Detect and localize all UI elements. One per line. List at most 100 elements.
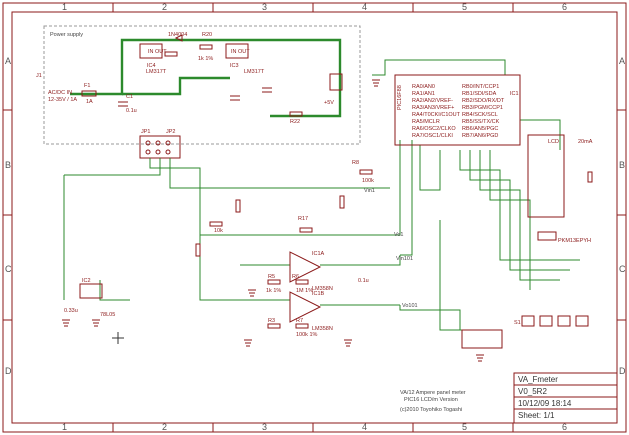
pic-pin-r5: RB4/SCK/SCL	[462, 112, 498, 118]
inner-frame	[11, 11, 618, 424]
pic-pin-r2: RB1/SDI/SDA	[462, 91, 497, 97]
pic-pin-l5: RA4/T0CKI/C1OUT	[412, 112, 461, 118]
diode-label: 1N4004	[168, 32, 187, 38]
pic-pin-l4: RA3/AN3/VREF+	[412, 105, 454, 111]
col-label-1-bottom: 1	[62, 422, 67, 432]
pic-name: PIC16F88	[397, 85, 403, 110]
jack-ref: J1	[36, 73, 42, 79]
net-vin101: Vin101	[396, 256, 413, 262]
jp2-label: JP2	[166, 129, 175, 135]
opamp-b-part: LM358N	[312, 326, 333, 332]
pic-pin-l2: RA1/AN1	[412, 91, 435, 97]
lcd-module: LCD 20mA	[527, 134, 593, 218]
r21-label: 1k 1%	[198, 56, 213, 62]
title-block: VA_Fmeter V0_5R2 10/12/09 18:14 Sheet: 1…	[400, 372, 618, 424]
signal-wires	[63, 59, 580, 331]
supply-out-label: +5V	[324, 100, 334, 106]
opamp-b-ref: IC1B	[312, 291, 325, 297]
col-label-6: 6	[562, 2, 567, 12]
pic-pin-r8: RB7/AN6/PGD	[462, 133, 498, 139]
col-label-6-bottom: 6	[562, 422, 567, 432]
pic-pin-r3: RB2/SDO/RX/DT	[462, 98, 505, 104]
ic4-part: LM317T	[146, 69, 167, 75]
fuse-ref: F1	[84, 83, 90, 89]
ic3-label: IC3	[230, 63, 239, 69]
col-label-2-bottom: 2	[162, 422, 167, 432]
pic-body	[394, 74, 521, 146]
pic-pin-r4: RB3/PGM/CCP1	[462, 105, 503, 111]
r20-label: R20	[202, 32, 212, 38]
pic-pin-r1: RB0/INT/CCP1	[462, 84, 499, 90]
pic-pin-l6: RA5/MCLR	[412, 119, 440, 125]
col-label-5: 5	[462, 2, 467, 12]
cap-c4	[262, 87, 272, 93]
col-label-1: 1	[62, 2, 67, 12]
switch-s1: S1	[514, 320, 521, 326]
cap-c1	[118, 101, 128, 107]
ground-symbols	[62, 79, 484, 362]
power-bus-2	[122, 76, 230, 96]
net-vo1: Vo1	[394, 232, 403, 238]
fuse-body	[81, 90, 97, 97]
c1-label: C1	[126, 94, 133, 100]
val-1k: 1k 1%	[266, 288, 281, 294]
row-label-d-right: D	[619, 366, 626, 376]
c1-value: 0.1u	[126, 108, 137, 114]
row-label-c-right: C	[619, 264, 626, 274]
title-block-frame	[513, 372, 618, 424]
buzzer-label: PKM13EPYH	[558, 238, 591, 244]
title-desc2: PIC16 LCD/m Version	[404, 397, 458, 403]
col-label-4: 4	[362, 2, 367, 12]
ic2-part: 78L05	[100, 312, 115, 318]
lcd-contrast-pot	[587, 171, 593, 183]
output-connector	[329, 73, 343, 91]
val-1m: 1M 1%	[296, 288, 313, 294]
opamp-ic1b	[289, 291, 322, 323]
pic-pin-r6: RB5/SS/TX/CK	[462, 119, 500, 125]
svg-text:IN OUT: IN OUT	[148, 49, 167, 55]
cap-c3	[230, 95, 240, 101]
val-cap2: 0.33u	[64, 308, 78, 314]
res-r6: R6	[292, 274, 299, 280]
val-100k: 100k	[362, 178, 374, 184]
opamp-a-ref: IC1A	[312, 251, 325, 257]
jack-range: 12-35V / 1A	[48, 97, 77, 103]
col-label-4-bottom: 4	[362, 422, 367, 432]
lcd-ref: LCD	[548, 139, 559, 145]
row-label-c: C	[5, 264, 12, 274]
res-r7: R7	[296, 318, 303, 324]
net-labels: Vin1 Vin101 Vo101 Vo1	[364, 188, 418, 309]
fuse-value: 1A	[86, 99, 93, 105]
lcd-current: 20mA	[578, 139, 593, 145]
val-cap: 0.1u	[358, 278, 369, 284]
ic4-label: IC4	[147, 63, 156, 69]
val-100k1: 100k 1%	[296, 332, 318, 338]
ic2-body	[79, 283, 103, 299]
jack-label: AC/DC IN	[48, 90, 72, 96]
regulator-ic4	[139, 43, 163, 59]
switch-header	[461, 329, 503, 349]
val-10k: 10k	[214, 228, 223, 234]
power-supply-frame	[43, 25, 361, 145]
regulator-ic2: IC2 78L05	[79, 278, 115, 318]
res-r3: R3	[268, 318, 275, 324]
svg-text:IN OUT: IN OUT	[231, 49, 250, 55]
grid-markers: 1 2 3 4 5 6 1 2 3 4 5 6 A B C D A B C D	[3, 2, 626, 432]
col-label-3: 3	[262, 2, 267, 12]
pic-pin-l1: RA0/AN0	[412, 84, 435, 90]
col-label-5-bottom: 5	[462, 422, 467, 432]
power-bus	[70, 38, 342, 118]
r22-label: R22	[290, 119, 300, 125]
title-sheet: Sheet: 1/1	[518, 411, 555, 420]
net-vo101: Vo101	[402, 303, 418, 309]
pic-pin-l7: RA6/OSC2/CLKO	[412, 126, 456, 132]
opamp-block: IC1A LM358N IC1B LM358N	[289, 251, 333, 332]
regulator-ic3	[225, 43, 249, 59]
resistor-array: R8 R17 R5 R6 R3 R7 100k 1k 1% 10k 1M 1% …	[64, 160, 374, 338]
title-version: V0_5R2	[518, 387, 547, 396]
r21-body	[164, 51, 178, 57]
row-label-d: D	[5, 366, 12, 376]
res-r17: R17	[298, 216, 308, 222]
